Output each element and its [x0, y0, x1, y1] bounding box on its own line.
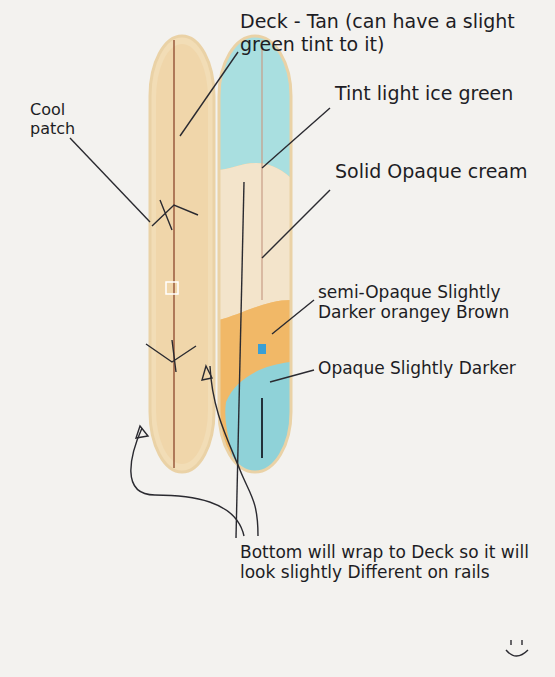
- pen-marks: [146, 200, 198, 372]
- smiley: [506, 640, 528, 656]
- colour-note: Tint light ice green: [335, 82, 545, 105]
- bottom-board: [219, 36, 291, 472]
- stringer: [261, 398, 263, 458]
- rail-note: Bottom will wrap to Deck so it will look…: [240, 542, 540, 583]
- cool-patch-square: [166, 282, 178, 294]
- stringer: [173, 40, 175, 468]
- colour-note: Solid Opaque cream: [335, 160, 545, 183]
- blue-patch: [258, 344, 266, 354]
- colour-note: Opaque Slightly Darker: [318, 358, 543, 378]
- callout-label: Cool patch: [30, 100, 100, 138]
- stringer: [261, 40, 262, 300]
- leader-lines: [70, 52, 330, 538]
- deck-note: Deck - Tan (can have a slight green tint…: [240, 10, 545, 56]
- colour-note: semi-Opaque Slightly Darker orangey Brow…: [318, 282, 543, 323]
